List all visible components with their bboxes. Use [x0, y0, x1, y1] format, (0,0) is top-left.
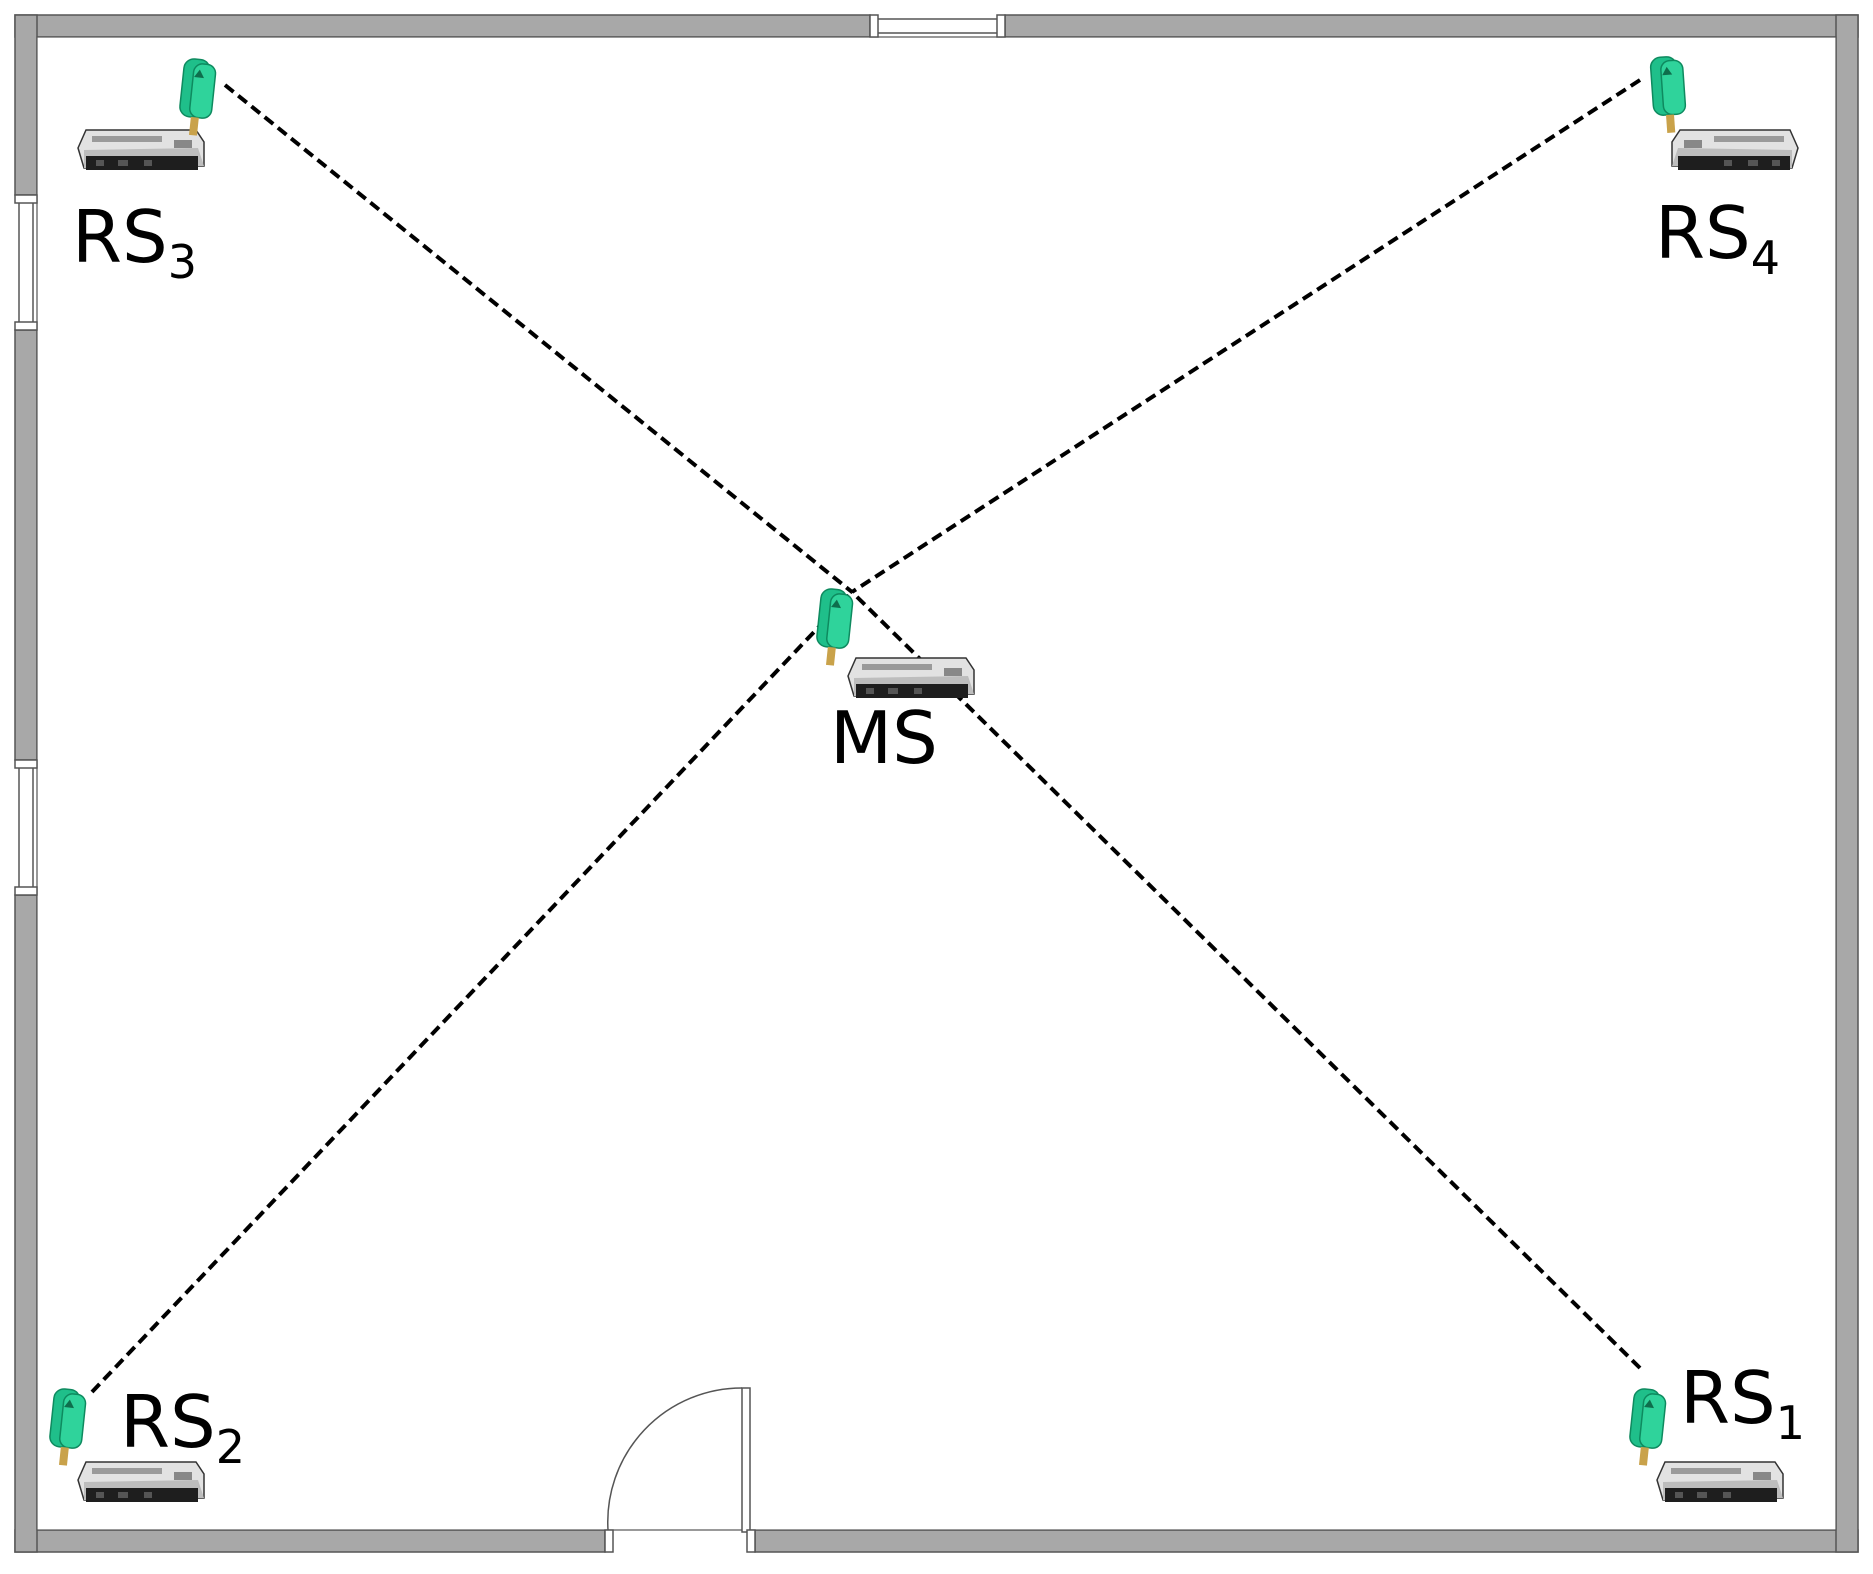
label-base: RS: [120, 1380, 216, 1464]
label-subscript: 1: [1776, 1396, 1805, 1450]
label-subscript: 3: [168, 235, 197, 289]
label-base: RS: [1680, 1356, 1776, 1440]
device-icon: [77, 1461, 205, 1503]
station-rs2: RS2: [46, 1380, 245, 1503]
door-leaf: [741, 1387, 751, 1533]
link-rs4-ms: [850, 78, 1642, 594]
top-wall-left: [14, 14, 871, 38]
station-label-rs1: RS1: [1680, 1356, 1805, 1450]
device-icon: [847, 657, 975, 699]
link-rs3-ms: [223, 83, 854, 594]
device-icon: [1671, 129, 1799, 171]
station-label-rs2: RS2: [120, 1380, 245, 1474]
station-ms: MS: [813, 587, 975, 780]
connection-links: [90, 78, 1642, 1394]
label-base: MS: [830, 696, 938, 780]
station-rs1: RS1: [1626, 1356, 1805, 1503]
station-label-rs3: RS3: [72, 195, 197, 289]
bottom-wall-left: [14, 1529, 606, 1553]
left-wall-middle: [14, 329, 38, 761]
floor-area: [36, 36, 1837, 1531]
door-swing: [604, 1387, 756, 1553]
door-arc: [607, 1387, 743, 1531]
room-walls: [14, 14, 1859, 1553]
label-subscript: 4: [1751, 231, 1780, 285]
left-wall-bottom: [14, 894, 38, 1553]
device-icon: [77, 129, 205, 171]
device-icon: [1656, 1461, 1784, 1503]
station-label-rs4: RS4: [1655, 191, 1780, 285]
label-subscript: 2: [216, 1420, 245, 1474]
station-label-ms: MS: [830, 696, 938, 780]
label-base: RS: [1655, 191, 1751, 275]
top-wall-right: [1004, 14, 1859, 38]
label-base: RS: [72, 195, 168, 279]
right-wall: [1835, 14, 1859, 1553]
left-wall-top: [14, 14, 38, 196]
station-rs3: RS3: [72, 57, 218, 289]
station-rs4: RS4: [1649, 55, 1799, 285]
bottom-wall-right: [754, 1529, 1859, 1553]
link-rs2-ms: [90, 590, 854, 1394]
link-rs1-ms: [850, 590, 1642, 1370]
